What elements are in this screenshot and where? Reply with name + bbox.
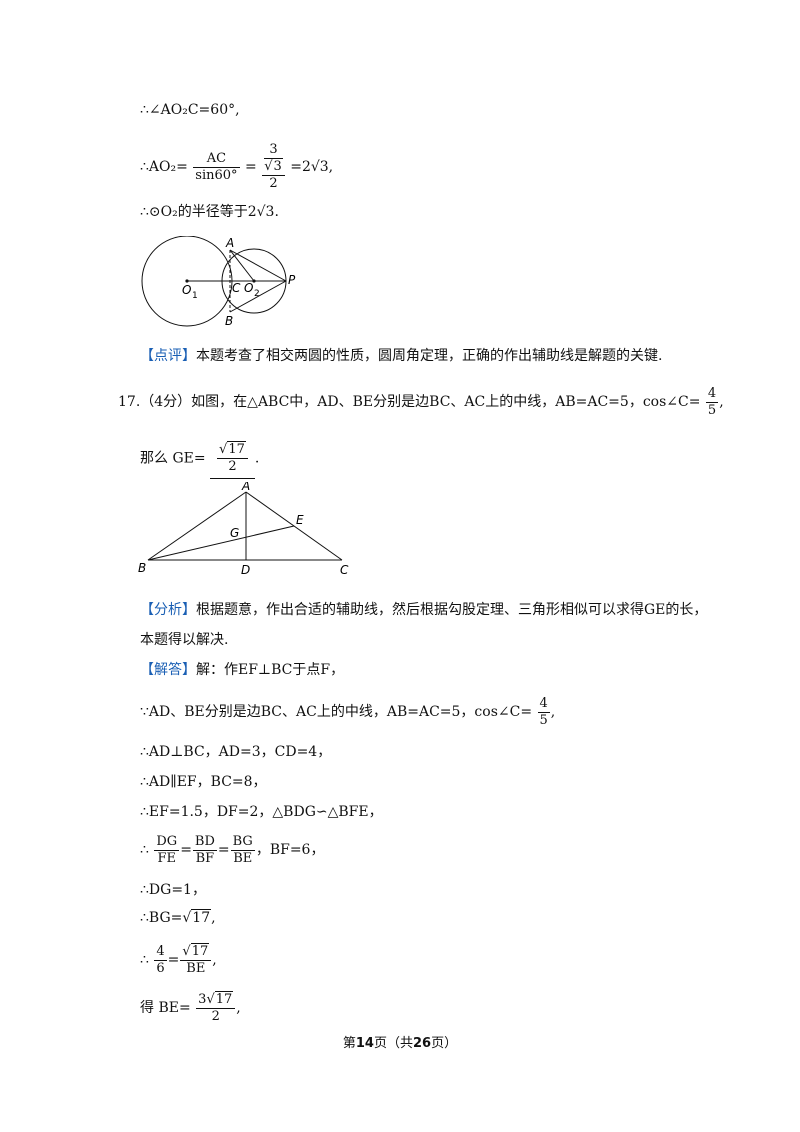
line-bp [229, 280, 287, 313]
page-footer: 第14页（共26页） [342, 1036, 458, 1051]
answer-line: 那么 GE= √17 2 . [140, 438, 259, 479]
equals: = [245, 159, 257, 175]
comment-tag: 【点评】 [140, 348, 196, 364]
nested-num: 3 √3 [262, 142, 285, 176]
comment-text: 本题考查了相交两圆的性质，圆周角定理，正确的作出辅助线是解题的关键. [196, 348, 663, 364]
solution-line-0: 【解答】解：作EF⊥BC于点F， [140, 662, 345, 678]
label-a: A [225, 236, 234, 250]
comment-line: 【点评】本题考查了相交两圆的性质，圆周角定理，正确的作出辅助线是解题的关键. [140, 346, 662, 366]
ao2-prefix: ∴AO₂= [140, 159, 188, 175]
q17-cos-frac: 4 5 [705, 385, 719, 418]
label-o1-sub: 1 [192, 291, 198, 301]
page-total: 26 [413, 1036, 432, 1051]
label-g: G [230, 526, 239, 540]
label-o2-sub: 2 [254, 289, 260, 299]
solution-line-1: ∵AD、BE分别是边BC、AC上的中线，AB=AC=5，cos∠C= 4 5 , [140, 695, 556, 728]
nested-fraction: 3 √3 2 [262, 142, 285, 192]
label-o2: O [244, 281, 253, 295]
line-a-o2 [229, 249, 255, 282]
solution-line-7: ∴BG=√17, [140, 909, 216, 926]
page-number: 14 [355, 1036, 374, 1051]
label-o1: O [182, 283, 191, 297]
solution-line-2: ∴AD⊥BC，AD=3，CD=4， [140, 744, 332, 760]
ao2-line: ∴AO₂= AC sin60° = 3 √3 2 =2√3, [140, 142, 333, 192]
label-b: B [225, 314, 233, 328]
ao2-result: =2√3, [290, 159, 334, 175]
figure-triangle: A E G B D C [138, 482, 349, 577]
solution-tag: 【解答】 [140, 662, 196, 678]
label-a: A [241, 482, 250, 493]
solution-line-6: ∴DG=1， [140, 882, 206, 898]
q17-text: 17.（4分）如图，在△ABC中，AD、BE分别是边BC、AC上的中线，AB=A… [118, 394, 701, 410]
ac-over-sin60: AC sin60° [193, 151, 240, 184]
solution-line-3: ∴AD∥EF，BC=8， [140, 774, 267, 790]
frac-num: AC [193, 151, 240, 168]
label-c: C [232, 281, 241, 295]
median-be [147, 525, 295, 561]
label-e: E [296, 513, 304, 527]
question-17: 17.（4分）如图，在△ABC中，AD、BE分别是边BC、AC上的中线，AB=A… [118, 385, 724, 418]
point-o1 [185, 279, 189, 283]
figure-circles: A O 1 C O 2 P B [141, 236, 296, 328]
label-p: P [288, 273, 296, 287]
answer-frac: √17 2 [217, 440, 248, 475]
analysis-line-1: 【分析】根据题意，作出合适的辅助线，然后根据勾股定理、三角形相似可以求得GE的长… [140, 602, 708, 618]
line-ap [229, 249, 287, 282]
analysis-line-2: 本题得以解决. [140, 632, 229, 648]
side-ab [147, 491, 247, 561]
label-d: D [241, 563, 250, 577]
radius-line: ∴⊙O₂的半径等于2√3. [140, 204, 279, 220]
point-o2 [252, 279, 256, 283]
analysis-tag: 【分析】 [140, 602, 196, 618]
sqrt-radicand: 3 [272, 158, 283, 174]
answer-blank: √17 2 [210, 438, 255, 479]
nested-den: 2 [269, 176, 278, 191]
label-b: B [138, 561, 146, 575]
label-c: C [340, 563, 349, 577]
frac-den: sin60° [195, 167, 238, 183]
solution-line-4: ∴EF=1.5，DF=2，△BDG∽△BFE， [140, 804, 383, 820]
angle-line: ∴∠AO₂C=60°, [140, 102, 240, 118]
